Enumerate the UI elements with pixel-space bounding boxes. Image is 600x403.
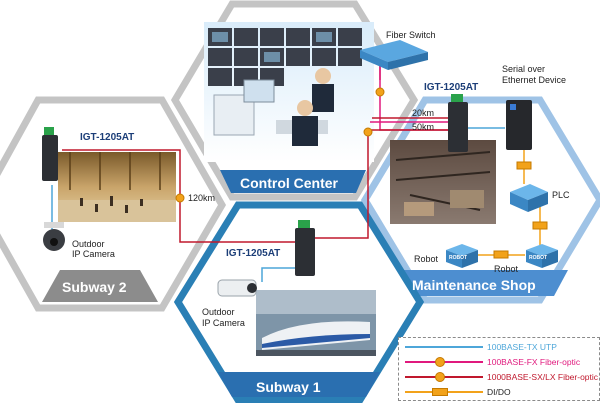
bullet-train-image	[256, 290, 376, 356]
robot-icon	[526, 244, 558, 268]
igt-device-icon	[295, 220, 315, 276]
camera-label-subway1-1: Outdoor	[202, 307, 235, 317]
plc-label: PLC	[552, 190, 570, 200]
distance-120km: 120km	[188, 193, 215, 203]
serial-device-icon	[506, 100, 532, 150]
camera-label-subway2-1: Outdoor	[72, 239, 105, 249]
train-station-hall-image	[58, 152, 176, 222]
legend-row: 1000BASE-SX/LX Fiber-optic	[399, 370, 599, 384]
fiber-marker	[175, 193, 185, 203]
fiber-marker	[375, 87, 385, 97]
distance-50km: 50km	[412, 122, 434, 132]
robot-icon	[446, 244, 478, 268]
caption-control-center: Control Center	[240, 175, 339, 191]
fiber-switch-label: Fiber Switch	[386, 30, 436, 40]
robot-box-text: ROBOT	[529, 255, 547, 261]
fiber-red-20km-50km	[372, 117, 448, 131]
igt-label-subway1: IGT-1205AT	[226, 248, 280, 259]
dome-camera-icon	[43, 222, 65, 251]
factory-floor-image	[390, 140, 496, 224]
caption-subway2: Subway 2	[62, 279, 127, 295]
bullet-camera-icon	[217, 279, 257, 297]
dio-marker	[516, 161, 532, 170]
legend-utp-label: 100BASE-TX UTP	[487, 342, 557, 352]
igt-device-icon	[448, 94, 468, 152]
robot-label-center: Robot	[494, 264, 519, 274]
serial-device-label-1: Serial over	[502, 64, 545, 74]
distance-20km: 20km	[412, 108, 434, 118]
fiber-marker-icon	[435, 372, 445, 382]
legend-utp-line	[405, 346, 483, 348]
caption-maintenance-shop: Maintenance Shop	[412, 277, 536, 293]
igt-label-control: IGT-1205AT	[424, 82, 478, 93]
fiber-switch-icon	[360, 40, 428, 70]
control-room-image	[204, 22, 374, 162]
legend-fx-label: 100BASE-FX Fiber-optic	[487, 357, 581, 367]
legend-dio-label: DI/DO	[487, 387, 511, 397]
robot-label-left: Robot	[414, 254, 439, 264]
dio-marker	[493, 250, 509, 259]
legend-row: 100BASE-FX Fiber-optic	[399, 355, 599, 369]
caption-subway1: Subway 1	[256, 379, 321, 395]
legend: 100BASE-TX UTP 100BASE-FX Fiber-optic 10…	[398, 337, 600, 401]
legend-sx-label: 1000BASE-SX/LX Fiber-optic	[487, 372, 599, 382]
plc-icon	[510, 184, 548, 212]
legend-row: 100BASE-TX UTP	[399, 340, 599, 354]
fiber-marker	[363, 127, 373, 137]
igt-device-icon	[42, 127, 58, 181]
robot-box-text: ROBOT	[449, 255, 467, 261]
igt-label-subway2: IGT-1205AT	[80, 132, 134, 143]
legend-row: DI/DO	[399, 385, 599, 399]
camera-label-subway1-2: IP Camera	[202, 318, 245, 328]
serial-device-label-2: Ethernet Device	[502, 75, 566, 85]
dio-marker	[532, 221, 548, 230]
dio-marker-icon	[432, 388, 448, 396]
fiber-marker-icon	[435, 357, 445, 367]
camera-label-subway2-2: IP Camera	[72, 249, 115, 259]
